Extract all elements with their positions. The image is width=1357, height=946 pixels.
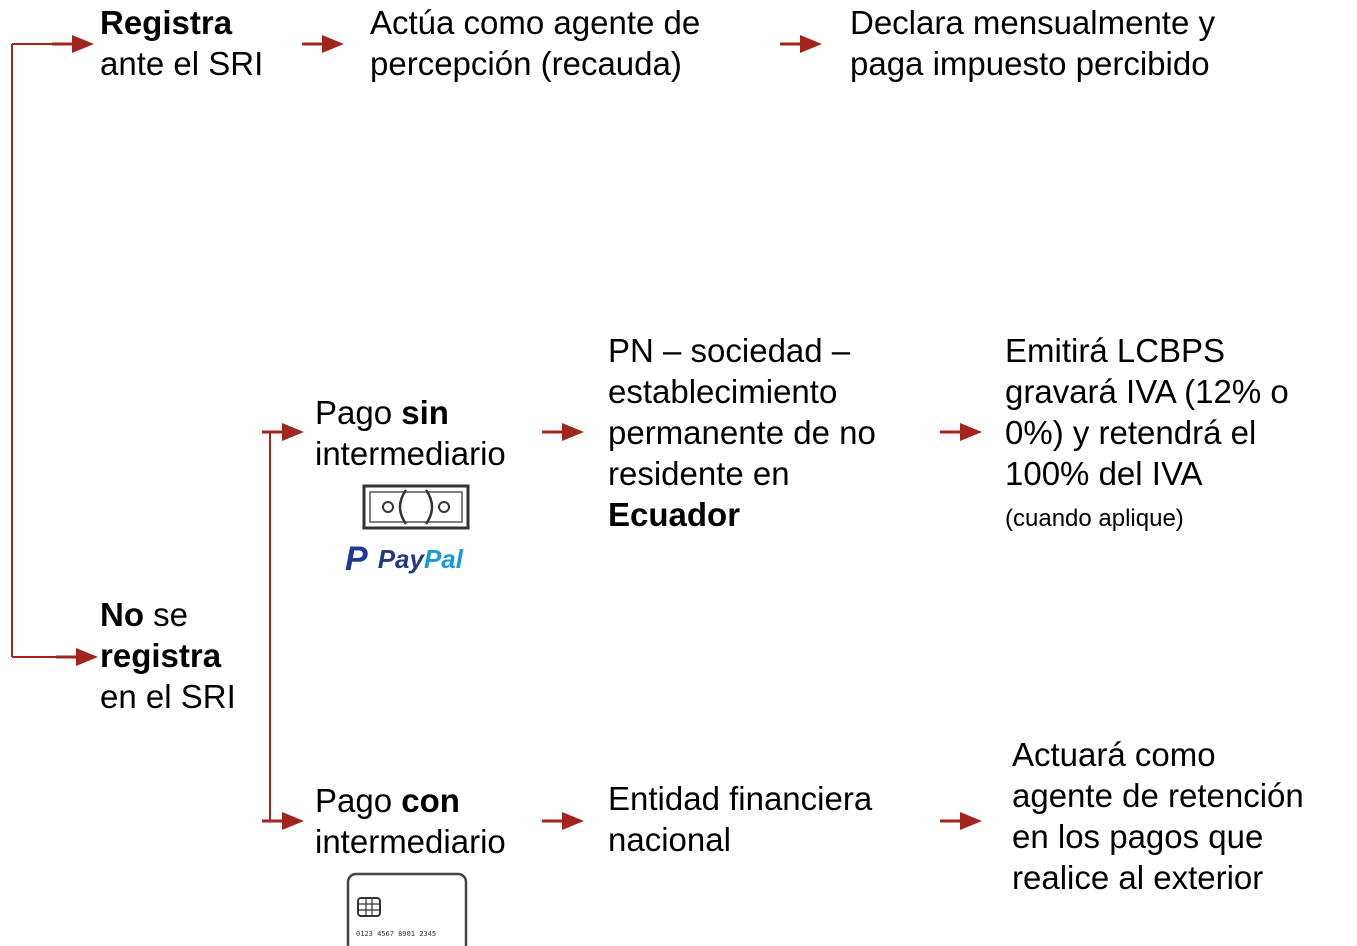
entidad-line-1: Entidad financiera xyxy=(608,780,873,817)
pago-sin-prefix: Pago xyxy=(315,394,402,431)
bill-icon xyxy=(362,484,470,530)
emitira-node: Emitirá LCBPS gravará IVA (12% o 0%) y r… xyxy=(1005,330,1289,535)
arrow-icon xyxy=(542,423,584,441)
percepcion-node: Actúa como agente de percepción (recauda… xyxy=(370,2,700,84)
pago-con-node: Pago con intermediario xyxy=(315,780,506,862)
entidad-node: Entidad financiera nacional xyxy=(608,778,872,860)
pago-sin-intermediario: intermediario xyxy=(315,435,506,472)
pn-line-2: establecimiento xyxy=(608,373,838,410)
actuara-node: Actuará como agente de retención en los … xyxy=(1012,734,1304,898)
registra-bold: Registra xyxy=(100,4,233,41)
registra-node: Registra ante el SRI xyxy=(100,2,263,84)
arrow-icon xyxy=(52,35,94,53)
paypal-pay: Pay xyxy=(377,544,424,574)
declara-node: Declara mensualmente y paga impuesto per… xyxy=(850,2,1215,84)
no-bold: No xyxy=(100,596,144,633)
actuara-line-1: Actuará como xyxy=(1012,736,1216,773)
percepcion-line-1: Actúa como agente de xyxy=(370,4,701,41)
arrow-icon xyxy=(56,648,98,666)
arrow-icon xyxy=(262,812,304,830)
ecuador-bold: Ecuador xyxy=(608,496,741,533)
pn-sociedad-node: PN – sociedad – establecimiento permanen… xyxy=(608,330,876,535)
emitira-line-2: gravará IVA (12% o xyxy=(1005,373,1289,410)
paypal-p-icon: P xyxy=(345,540,368,578)
registra-rest: ante el SRI xyxy=(100,45,264,82)
entidad-line-2: nacional xyxy=(608,821,731,858)
percepcion-line-2: percepción (recauda) xyxy=(370,45,682,82)
registra-bold-2: registra xyxy=(100,637,222,674)
emitira-line-3: 0%) y retendrá el xyxy=(1005,414,1257,451)
declara-line-1: Declara mensualmente y xyxy=(850,4,1215,41)
emitira-line-4: 100% del IVA xyxy=(1005,455,1203,492)
actuara-line-2: agente de retención xyxy=(1012,777,1304,814)
arrow-icon xyxy=(780,35,822,53)
arrow-icon xyxy=(940,423,982,441)
arrow-icon xyxy=(940,812,982,830)
paypal-pal: Pal xyxy=(423,544,463,574)
emitira-line-1: Emitirá LCBPS xyxy=(1005,332,1226,369)
card-number: 0123 4567 8901 2345 xyxy=(356,930,436,938)
arrow-icon xyxy=(542,812,584,830)
actuara-line-4: realice al exterior xyxy=(1012,859,1264,896)
arrow-icon xyxy=(262,423,304,441)
credit-card-icon: 0123 4567 8901 2345 xyxy=(346,872,468,946)
actuara-line-3: en los pagos que xyxy=(1012,818,1264,855)
no-registra-node: No se registra en el SRI xyxy=(100,594,236,717)
pago-sin-node: Pago sin intermediario xyxy=(315,392,506,474)
con-bold: con xyxy=(401,782,460,819)
se-text: se xyxy=(144,596,189,633)
pn-line-3: permanente de no xyxy=(608,414,876,451)
declara-line-2: paga impuesto percibido xyxy=(850,45,1210,82)
pn-line-1: PN – sociedad – xyxy=(608,332,851,369)
cuando-aplique-note: (cuando aplique) xyxy=(1005,505,1184,532)
sin-bold: sin xyxy=(401,394,449,431)
pago-con-prefix: Pago xyxy=(315,782,402,819)
en-el-sri: en el SRI xyxy=(100,678,236,715)
arrow-icon xyxy=(302,35,344,53)
pn-line-4: residente en xyxy=(608,455,790,492)
pago-con-intermediario: intermediario xyxy=(315,823,506,860)
